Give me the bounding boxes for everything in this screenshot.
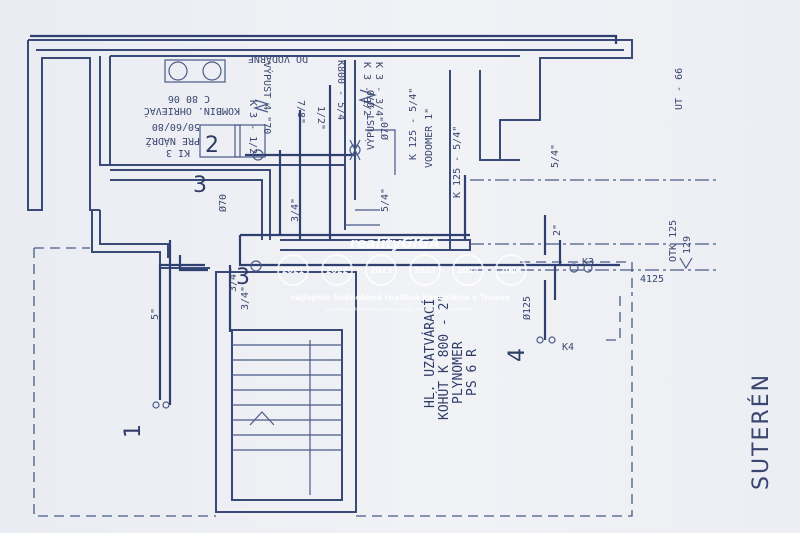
- label-k3b: K 3 - 1/2: [361, 62, 372, 116]
- label-dim-78: 7/8": [295, 100, 306, 124]
- label-hl-uzav: HL. UZATVÁRACÍ: [422, 298, 438, 408]
- watermark-tagline: najlepšie hodnotená realitná kancelária …: [290, 292, 511, 302]
- watermark-year-1: 2021: [282, 266, 305, 275]
- watermark-year-4: 2023: [414, 266, 436, 275]
- label-dim-70: Ø70: [379, 122, 391, 140]
- label-v34b: 3/4": [240, 286, 251, 310]
- watermark-year-6: 2024: [500, 266, 523, 275]
- watermark: realityGIGA 2021 2022 2023 2023 2024 202…: [277, 236, 527, 313]
- label-otk-sub: 129: [682, 236, 693, 254]
- label-v5: 5": [150, 308, 161, 320]
- label-vypust-b: VÝPUST Ø70: [364, 90, 377, 150]
- label-dim-125: Ø125: [521, 296, 533, 320]
- label-k3: K 3 - 1/2: [247, 100, 258, 154]
- annotations: KOMBIN. OHRIEVAČ C 80 06 PRE NÁDRŽ 50/60…: [144, 53, 774, 490]
- label-kombi-sub: C 80 06: [168, 93, 210, 104]
- label-otk: OTK 125: [668, 220, 679, 262]
- label-ps: PS 6 R: [465, 349, 480, 396]
- marker-1: 1: [121, 424, 146, 438]
- label-nadrz-dim: 50/60/80: [152, 121, 200, 132]
- label-k4: K4: [562, 342, 574, 353]
- pipe-runs: [30, 34, 620, 405]
- label-sheet-code: UT - 66: [674, 68, 685, 110]
- upper-block-walls: [27, 39, 633, 269]
- marker-3-upper: 3: [193, 173, 207, 198]
- label-k800: K800 - 5/4: [335, 60, 346, 120]
- watermark-year-2: 2022: [326, 266, 348, 275]
- dashed-footprint: [33, 179, 720, 517]
- watermark-year-3: 2023: [370, 266, 392, 275]
- label-nadrz: PRE NÁDRŽ: [146, 135, 200, 148]
- marker-4: 4: [505, 348, 530, 362]
- label-dim-125b: 4125: [640, 274, 664, 285]
- label-k125: K 125 - 5/4": [408, 88, 419, 160]
- label-ki: KI 3: [166, 147, 190, 158]
- label-dim-54: 5/4": [380, 188, 391, 212]
- plan-title: SUTERÉN: [748, 373, 774, 490]
- label-kohut: KOHÚT K 800 - 2": [436, 295, 452, 420]
- watermark-subline: pre mňa je hodnotenie bez pochýb vždy ve…: [326, 306, 474, 313]
- label-vypust-a: VÝPUST 4 "70: [261, 62, 274, 134]
- marker-2: 2: [205, 133, 219, 158]
- label-k125b: K 125 - 5/4": [452, 126, 463, 198]
- label-plynomer: PLYNOMER: [451, 341, 466, 404]
- label-dim-3-4: 3/4": [228, 268, 239, 292]
- label-dim-12: 1/2": [315, 106, 326, 130]
- watermark-brand: realityGIGA: [350, 236, 440, 252]
- label-dim-34: 3/4": [290, 198, 301, 222]
- label-dim-54b: 5/4": [550, 144, 561, 168]
- label-vodomer: VODOMER 1": [424, 108, 435, 168]
- marker-3-lower: 3: [236, 265, 250, 290]
- label-dim-70b: Ø70: [217, 194, 229, 212]
- valves: [152, 89, 693, 409]
- watermark-laurels: [277, 254, 527, 286]
- watermark-year-5: 2024: [457, 266, 480, 275]
- label-dim-2: 2": [552, 224, 563, 236]
- label-kombi: KOMBIN. OHRIEVAČ: [144, 105, 240, 118]
- label-k3: K3: [582, 257, 594, 268]
- label-do-vodarne: DO VODÁRNE: [248, 53, 308, 66]
- label-k3c: K 3 - 3/4": [373, 62, 384, 122]
- staircase-block: [215, 271, 357, 513]
